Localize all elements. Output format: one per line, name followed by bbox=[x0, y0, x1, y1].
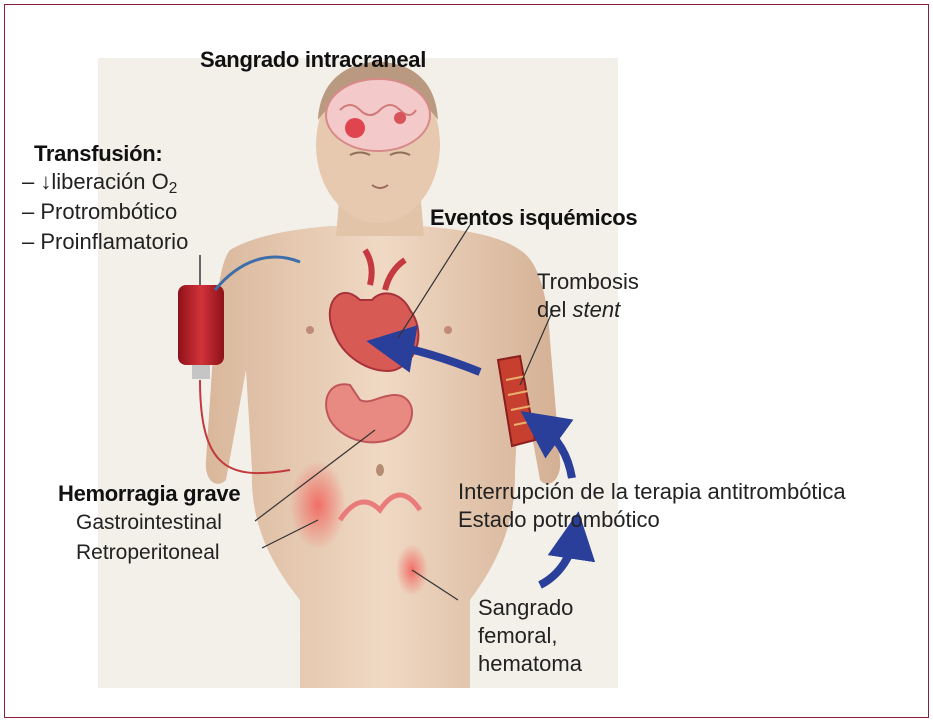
femoral-bleed-line2: femoral, bbox=[478, 624, 557, 648]
severe-hemorrhage-title: Hemorragia grave bbox=[58, 482, 240, 506]
transfusion-item-proinflammatory: – Proinflamatorio bbox=[22, 230, 188, 254]
intracranial-label: Sangrado intracraneal bbox=[200, 48, 426, 72]
ischemic-events-label: Eventos isquémicos bbox=[430, 206, 637, 230]
brain-icon bbox=[326, 79, 430, 151]
stent-line2-prefix: del bbox=[537, 297, 572, 322]
femoral-bleed-line3: hematoma bbox=[478, 652, 582, 676]
oxygen-subscript: 2 bbox=[169, 180, 178, 197]
transfusion-item-oxygen-text: – ↓liberación O bbox=[22, 169, 169, 194]
transfusion-title: Transfusión: bbox=[34, 142, 162, 166]
stent-thrombosis-line2: del stent bbox=[537, 298, 620, 322]
femoral-bleed-line1: Sangrado bbox=[478, 596, 573, 620]
gastrointestinal-label: Gastrointestinal bbox=[76, 512, 222, 535]
transfusion-item-oxygen: – ↓liberación O2 bbox=[22, 170, 177, 197]
stent-thrombosis-line1: Trombosis bbox=[537, 270, 639, 294]
transfusion-item-prothrombotic: – Protrombótico bbox=[22, 200, 177, 224]
prothrombotic-state-label: Estado potrombótico bbox=[458, 508, 660, 532]
antithrombotic-interruption-label: Interrupción de la terapia antitrombótic… bbox=[458, 480, 846, 504]
retroperitoneal-label: Retroperitoneal bbox=[76, 542, 220, 565]
stent-italic-word: stent bbox=[572, 297, 620, 322]
